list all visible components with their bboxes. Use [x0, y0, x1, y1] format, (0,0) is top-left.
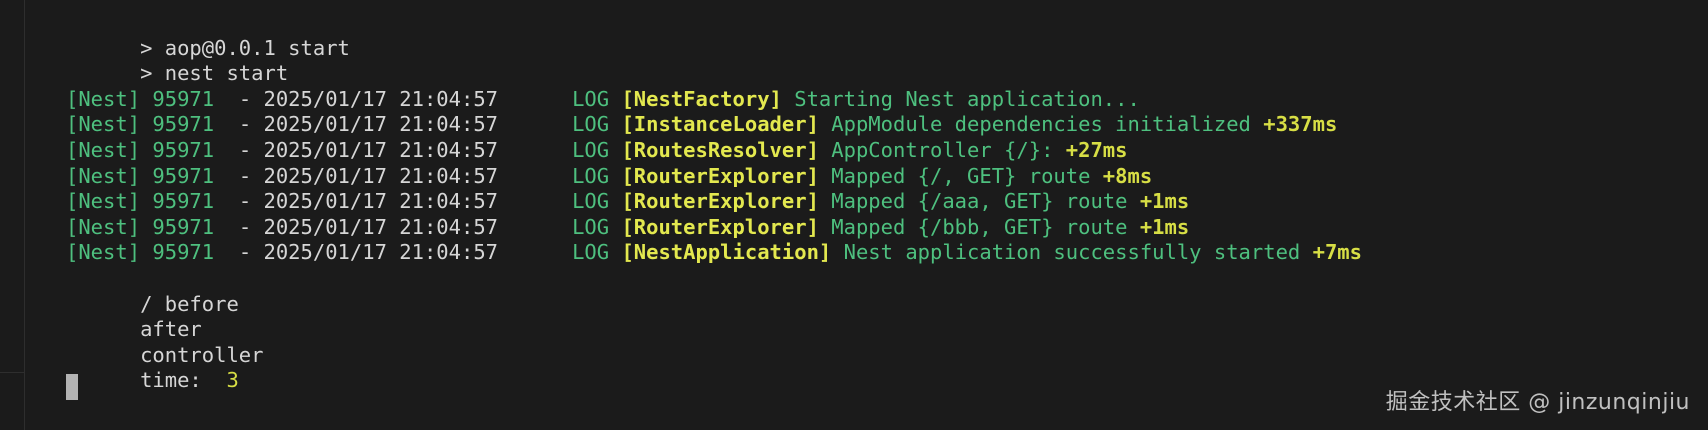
log-elapsed: +7ms: [1312, 240, 1362, 265]
log-line: [Nest] 95971 - 2025/01/17 21:04:57 LOG […: [66, 164, 1708, 190]
log-context: [RouterExplorer]: [621, 214, 819, 239]
npm-script-line-1: > aop@0.0.1 start: [66, 10, 1708, 60]
log-context: [RouterExplorer]: [621, 163, 819, 188]
log-message: Starting Nest application...: [794, 86, 1140, 111]
gutter-divider: [0, 372, 25, 373]
output-text: controller: [140, 342, 264, 367]
log-dash: -: [238, 163, 252, 188]
log-app-tag: [Nest]: [66, 214, 141, 239]
log-pid: 95971: [152, 86, 215, 111]
npm-script-name: > aop@0.0.1 start: [140, 35, 350, 60]
log-context: [RoutesResolver]: [621, 137, 819, 162]
output-text: / before: [140, 291, 239, 316]
log-level: LOG: [572, 112, 610, 137]
log-context: [RouterExplorer]: [621, 189, 819, 214]
log-elapsed: +337ms: [1263, 112, 1338, 137]
log-dash: -: [238, 189, 252, 214]
log-pid: 95971: [152, 137, 215, 162]
log-dash: -: [238, 112, 252, 137]
log-level: LOG: [572, 137, 610, 162]
log-dash: -: [238, 240, 252, 265]
log-dash: -: [238, 86, 252, 111]
log-timestamp: 2025/01/17 21:04:57: [263, 86, 499, 111]
log-column-pad: [498, 112, 572, 136]
log-line: [Nest] 95971 - 2025/01/17 21:04:57 LOG […: [66, 189, 1708, 215]
spacer-line: [66, 61, 1708, 87]
log-context: [NestApplication]: [621, 240, 832, 265]
watermark-text: 掘金技术社区 @ jinzunqinjiu: [1385, 390, 1690, 415]
log-message: Mapped {/aaa, GET} route: [831, 189, 1128, 214]
log-message: AppModule dependencies initialized: [831, 112, 1251, 137]
terminal-gutter: [0, 0, 25, 430]
log-context: [NestFactory]: [621, 86, 782, 111]
log-timestamp: 2025/01/17 21:04:57: [263, 112, 499, 137]
log-level: LOG: [572, 189, 610, 214]
log-app-tag: [Nest]: [66, 240, 141, 265]
log-line: [Nest] 95971 - 2025/01/17 21:04:57 LOG […: [66, 215, 1708, 241]
log-column-pad: [498, 240, 572, 264]
npm-script-command: > nest start: [140, 61, 289, 86]
log-context: [InstanceLoader]: [621, 112, 819, 137]
log-timestamp: 2025/01/17 21:04:57: [263, 214, 499, 239]
log-elapsed: +27ms: [1065, 137, 1128, 162]
time-output-line: time: 3: [66, 343, 1708, 392]
terminal-console-output[interactable]: > aop@0.0.1 start > nest start [Nest] 95…: [26, 0, 1708, 430]
nest-log-list: [Nest] 95971 - 2025/01/17 21:04:57 LOG […: [66, 87, 1708, 266]
log-elapsed: +8ms: [1102, 163, 1153, 188]
log-line: [Nest] 95971 - 2025/01/17 21:04:57 LOG […: [66, 138, 1708, 164]
log-timestamp: 2025/01/17 21:04:57: [263, 163, 499, 188]
output-line-0: / before: [66, 266, 1708, 316]
log-level: LOG: [572, 240, 610, 265]
log-pid: 95971: [152, 240, 215, 265]
log-timestamp: 2025/01/17 21:04:57: [263, 137, 499, 162]
log-app-tag: [Nest]: [66, 86, 141, 111]
log-app-tag: [Nest]: [66, 189, 141, 214]
log-pid: 95971: [152, 189, 215, 214]
log-message: AppController {/}:: [831, 137, 1054, 162]
log-line: [Nest] 95971 - 2025/01/17 21:04:57 LOG […: [66, 112, 1708, 138]
output-line-1: after: [66, 292, 1708, 341]
log-column-pad: [498, 87, 572, 111]
log-pid: 95971: [152, 214, 215, 239]
log-message: Mapped {/, GET} route: [831, 163, 1091, 188]
log-message: Mapped {/bbb, GET} route: [831, 214, 1128, 239]
log-pid: 95971: [152, 112, 215, 137]
log-elapsed: +1ms: [1139, 189, 1190, 214]
log-timestamp: 2025/01/17 21:04:57: [263, 240, 499, 265]
log-dash: -: [238, 214, 252, 239]
log-column-pad: [498, 138, 572, 162]
log-level: LOG: [572, 163, 610, 188]
log-level: LOG: [572, 214, 610, 239]
log-app-tag: [Nest]: [66, 163, 141, 188]
log-elapsed: +1ms: [1139, 214, 1190, 239]
output-line-2: controller: [66, 317, 1708, 367]
terminal-cursor: [66, 374, 78, 400]
log-level: LOG: [572, 86, 610, 111]
log-line: [Nest] 95971 - 2025/01/17 21:04:57 LOG […: [66, 87, 1708, 113]
npm-script-line-2: > nest start: [66, 36, 1708, 85]
log-column-pad: [498, 164, 572, 188]
log-dash: -: [238, 137, 252, 162]
log-pid: 95971: [152, 163, 215, 188]
log-timestamp: 2025/01/17 21:04:57: [263, 189, 499, 214]
time-value: 3: [226, 368, 239, 393]
log-app-tag: [Nest]: [66, 112, 141, 137]
log-message: Nest application successfully started: [843, 240, 1301, 265]
output-text: after: [140, 317, 202, 342]
log-app-tag: [Nest]: [66, 137, 141, 162]
time-label: time:: [140, 368, 202, 393]
log-column-pad: [498, 215, 572, 239]
log-column-pad: [498, 189, 572, 213]
log-line: [Nest] 95971 - 2025/01/17 21:04:57 LOG […: [66, 240, 1708, 266]
